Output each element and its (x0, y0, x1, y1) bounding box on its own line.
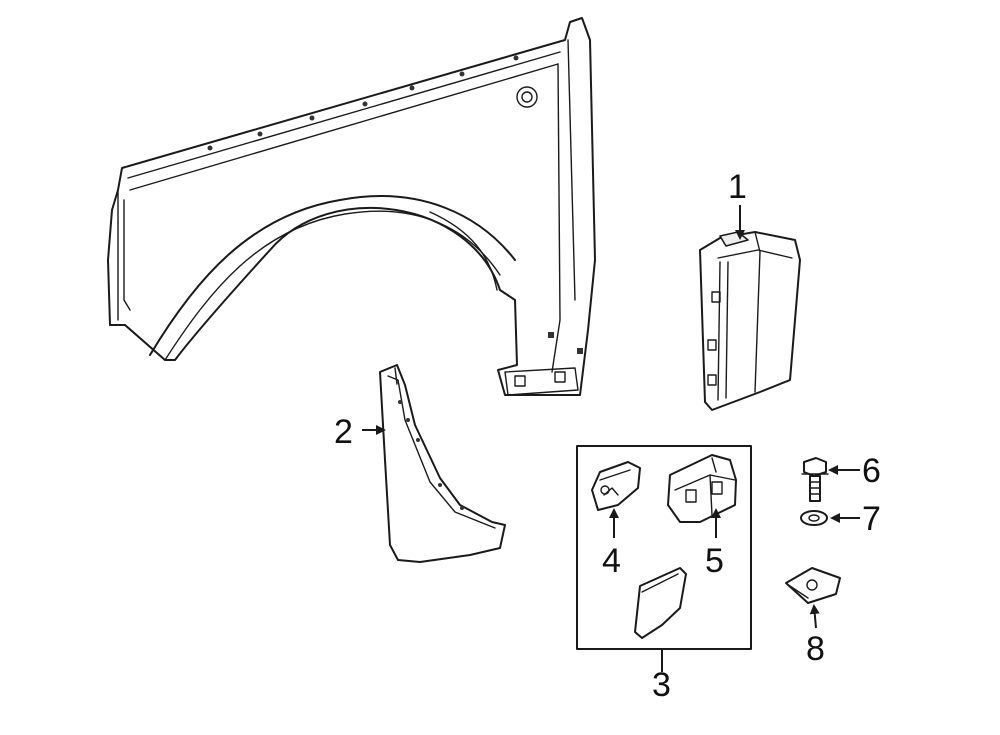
part-8-clip-nut (785, 567, 841, 604)
part-3-kit-box (576, 445, 752, 650)
callout-2: 2 (334, 413, 353, 451)
callout-8: 8 (806, 630, 825, 668)
callout-4: 4 (602, 542, 621, 580)
part-1-fender-trim (699, 231, 801, 411)
part-2-mud-flap (379, 364, 506, 563)
leader-arrows (362, 205, 860, 672)
part-5-retainer (667, 454, 737, 523)
callout-5: 5 (705, 542, 724, 580)
part-4-clip (591, 461, 641, 511)
callout-7: 7 (862, 500, 881, 538)
callout-3: 3 (652, 666, 671, 704)
part-3-trim-piece (634, 567, 687, 639)
callout-6: 6 (862, 452, 881, 490)
part-6-bolt (801, 457, 829, 502)
leader-8 (809, 604, 820, 629)
part-7-washer (800, 510, 828, 526)
callout-1: 1 (728, 168, 747, 206)
fender-panel (107, 17, 596, 396)
